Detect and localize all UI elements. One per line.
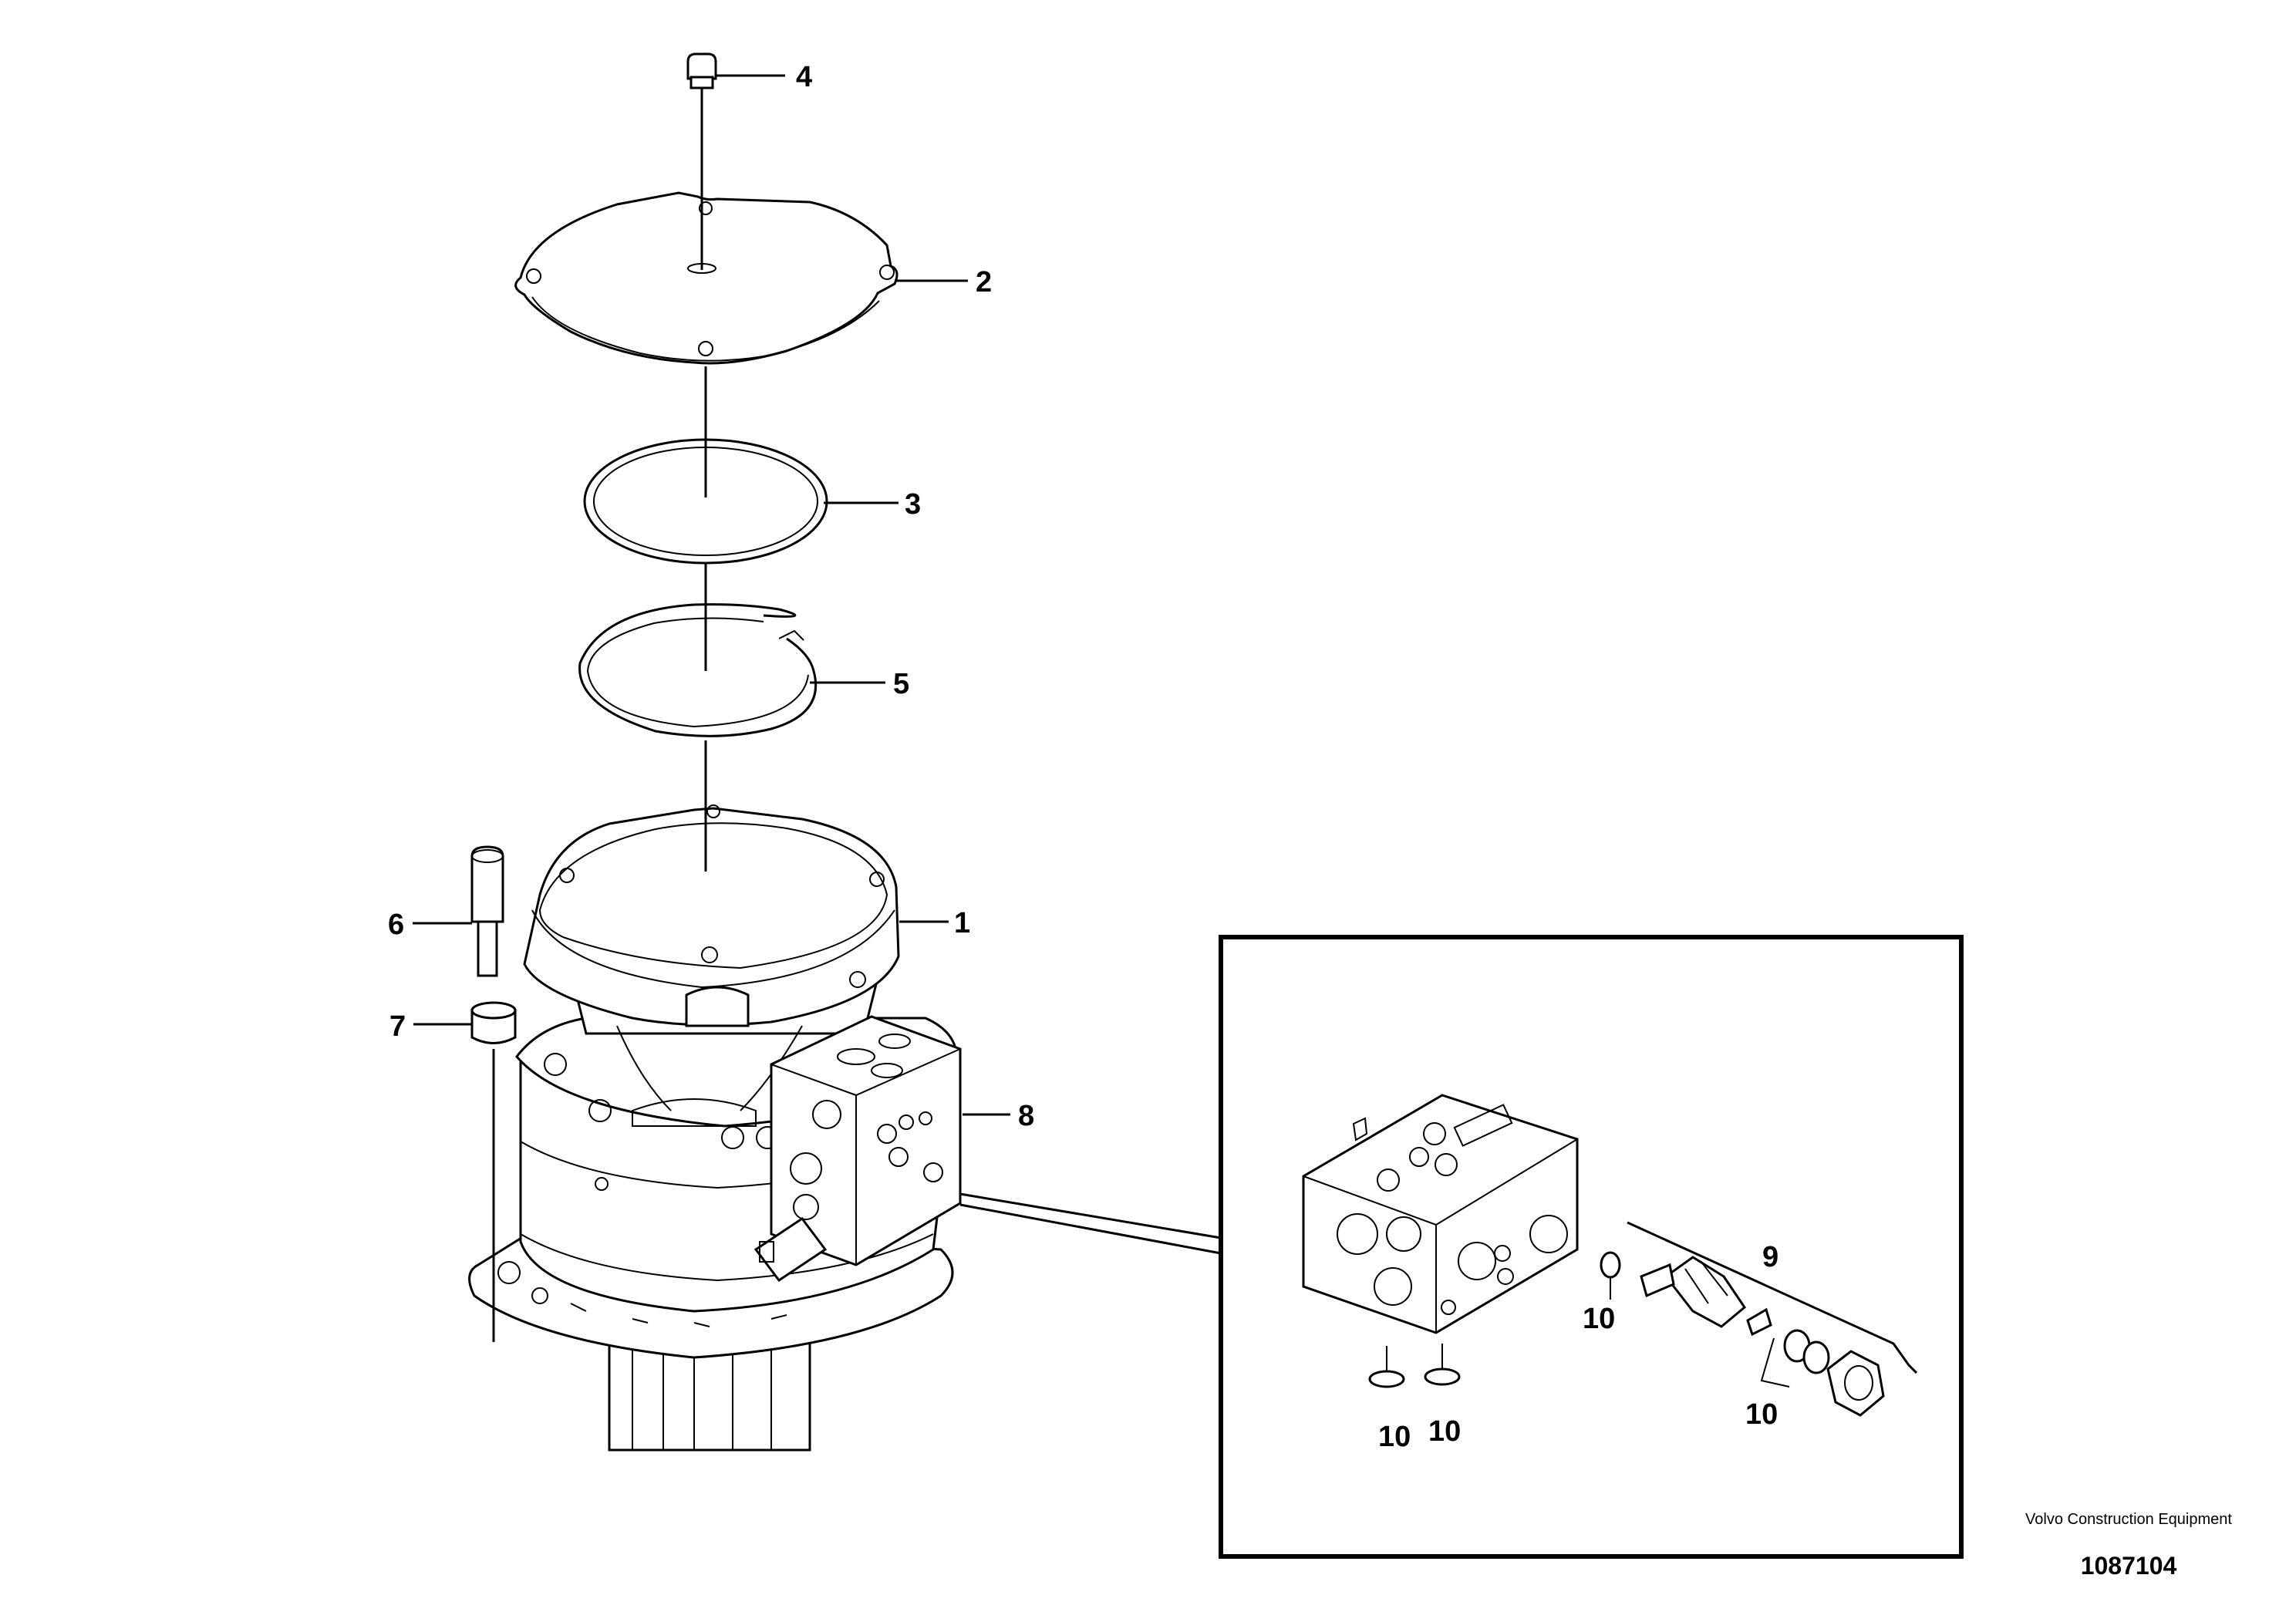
drawing-number: 1087104 — [2080, 1552, 2177, 1580]
detail-valve-block[interactable] — [1302, 1094, 1579, 1334]
part-6-bolt[interactable] — [470, 845, 504, 977]
callout-8: 8 — [1018, 1100, 1034, 1132]
callout-4: 4 — [796, 61, 812, 93]
callout-5: 5 — [893, 668, 909, 700]
part-5-snap-ring[interactable] — [578, 603, 818, 737]
part-10-seal-rings[interactable] — [1368, 1251, 1790, 1388]
callout-3: 3 — [905, 488, 921, 521]
part-2-cover[interactable] — [514, 191, 899, 365]
assembly-axis-lines — [492, 88, 707, 1342]
callout-2: 2 — [976, 266, 992, 298]
callout-labels: 4 2 3 5 1 6 7 8 9 10 10 10 10 — [388, 61, 1778, 1453]
part-8-valve-block[interactable] — [754, 1015, 962, 1283]
part-3-o-ring[interactable] — [583, 438, 828, 565]
callout-6: 6 — [388, 909, 404, 941]
callout-10-valve-seals: 10 — [1745, 1398, 1778, 1431]
part-9-relief-valve-kit[interactable] — [1627, 1221, 1918, 1417]
brand-name: Volvo Construction Equipment — [2025, 1511, 2232, 1528]
callout-7: 7 — [389, 1010, 406, 1043]
callout-leader-lines — [413, 74, 1010, 1116]
callout-10-bottom-right: 10 — [1428, 1415, 1461, 1448]
callout-9: 9 — [1762, 1241, 1778, 1273]
part-7-washer[interactable] — [470, 1001, 517, 1044]
callout-1: 1 — [954, 907, 970, 939]
callout-10-port-seal: 10 — [1583, 1303, 1615, 1335]
part-4-plug[interactable] — [686, 52, 717, 89]
callout-10-bottom-left: 10 — [1378, 1421, 1411, 1453]
